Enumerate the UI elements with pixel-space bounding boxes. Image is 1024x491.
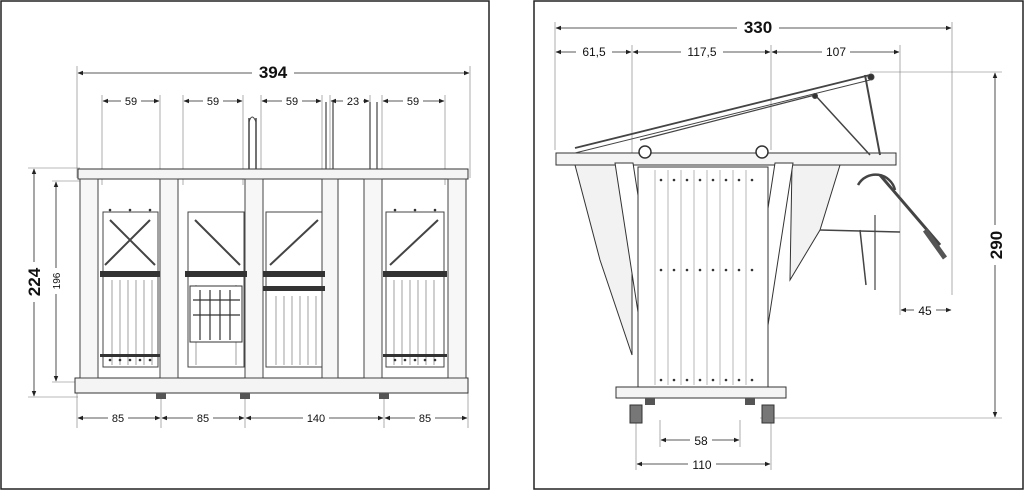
side-extension-lines: [554, 22, 1002, 470]
front-top-segment-1-label: 59: [125, 96, 137, 108]
front-top-segment-3-label: 59: [286, 96, 298, 108]
front-top-segment-4-label: 23: [347, 96, 359, 108]
side-top-segment-3-label: 107: [826, 45, 846, 59]
side-overall-width-label: 330: [744, 18, 772, 37]
side-dimension-labels: 330 61,5 117,5 107 290 45 58 110: [576, 16, 1006, 472]
side-panel-rivets: [659, 178, 754, 382]
front-top-segment-5-label: 59: [407, 96, 419, 108]
front-bottom-segment-3-label: 140: [307, 413, 325, 425]
side-top-segment-1-label: 61,5: [582, 45, 606, 59]
front-bottom-segment-1-label: 85: [112, 413, 124, 425]
side-top-segment-2-label: 117,5: [687, 45, 716, 59]
side-base-inner-label: 58: [694, 434, 708, 448]
side-view: [554, 22, 1002, 470]
front-bottom-segment-2-label: 85: [197, 413, 209, 425]
front-dimension-labels: 394 59 59 59 23 59 224 196 85 85 140 85: [24, 62, 435, 425]
front-bottom-segment-4-label: 85: [419, 413, 431, 425]
front-top-segment-2-label: 59: [207, 96, 219, 108]
side-overall-height-label: 290: [987, 231, 1006, 259]
front-overall-width-label: 394: [259, 63, 288, 82]
front-inner-height-label: 196: [52, 272, 63, 289]
front-view: [28, 66, 471, 428]
front-overall-height-label: 224: [25, 267, 44, 296]
side-lever-offset-label: 45: [918, 304, 932, 318]
front-gate-panels: [100, 208, 447, 368]
side-base-outer-label: 110: [692, 458, 711, 472]
